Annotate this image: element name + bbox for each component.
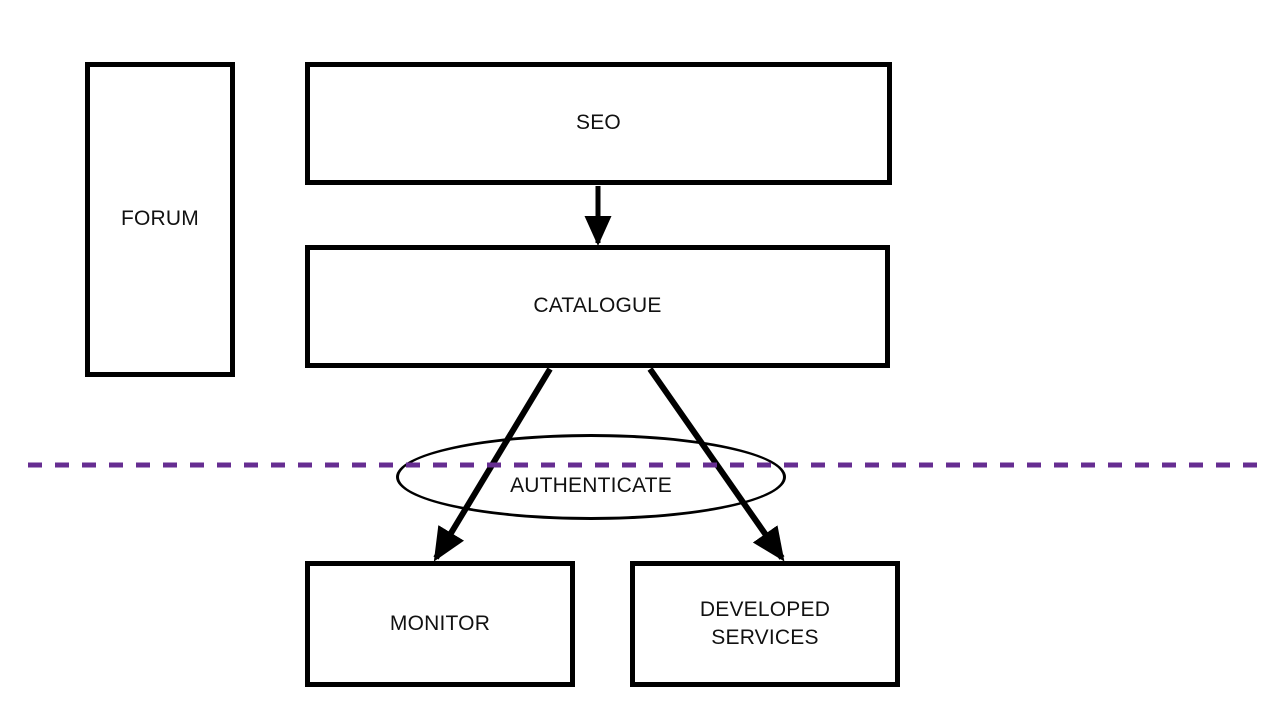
node-monitor[interactable]: MONITOR	[305, 561, 575, 687]
node-forum[interactable]: FORUM	[85, 62, 235, 377]
node-forum-label: FORUM	[121, 207, 199, 231]
node-authenticate[interactable]: AUTHENTICATE	[396, 434, 786, 520]
node-developed-services[interactable]: DEVELOPED SERVICES	[630, 561, 900, 687]
node-authenticate-label: AUTHENTICATE	[510, 474, 672, 497]
node-developed-services-label: DEVELOPED SERVICES	[699, 597, 831, 649]
node-catalogue[interactable]: CATALOGUE	[305, 245, 890, 368]
node-monitor-label: MONITOR	[389, 611, 491, 635]
node-seo[interactable]: SEO	[305, 62, 892, 185]
node-catalogue-label: CATALOGUE	[533, 294, 662, 318]
node-seo-label: SEO	[576, 111, 621, 135]
